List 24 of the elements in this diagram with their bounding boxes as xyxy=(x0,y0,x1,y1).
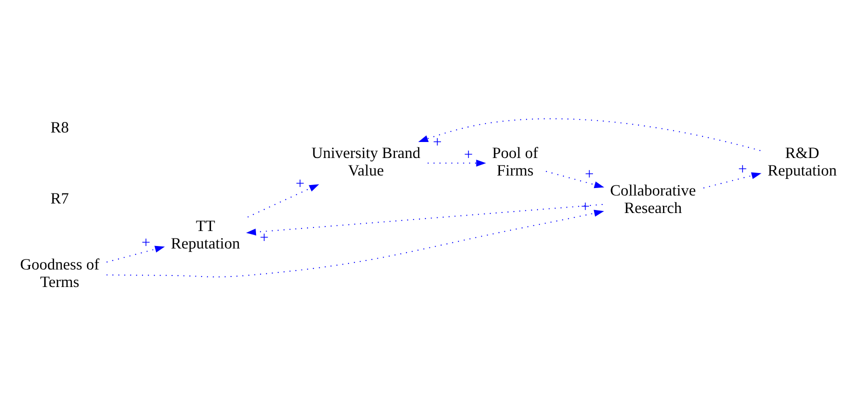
node-text: R&D Reputation xyxy=(768,145,837,180)
arrow xyxy=(427,160,486,167)
edge-label: + xyxy=(584,166,594,184)
node-text: Pool of Firms xyxy=(492,145,538,180)
edge-label: + xyxy=(738,161,748,178)
label: R7 xyxy=(50,190,69,208)
arrow xyxy=(247,184,320,218)
edge-label: + xyxy=(296,175,304,192)
edge-label: + xyxy=(142,234,150,252)
arrow xyxy=(702,172,762,188)
arrow xyxy=(545,170,604,188)
arrow xyxy=(418,118,761,152)
arrow xyxy=(106,246,165,263)
label: R8 xyxy=(50,119,69,136)
node-text: Goodness of Terms xyxy=(20,256,100,291)
edge-label: + xyxy=(432,134,442,151)
arrow xyxy=(106,210,604,278)
node-text: University Brand Value xyxy=(312,145,420,180)
node-text: TT Reputation xyxy=(170,218,240,253)
edge-label: + xyxy=(580,198,590,216)
edge-label: + xyxy=(464,146,473,164)
node-text: Collaborative Research xyxy=(610,182,696,218)
edge-label: + xyxy=(260,230,269,247)
arrow xyxy=(246,204,604,236)
